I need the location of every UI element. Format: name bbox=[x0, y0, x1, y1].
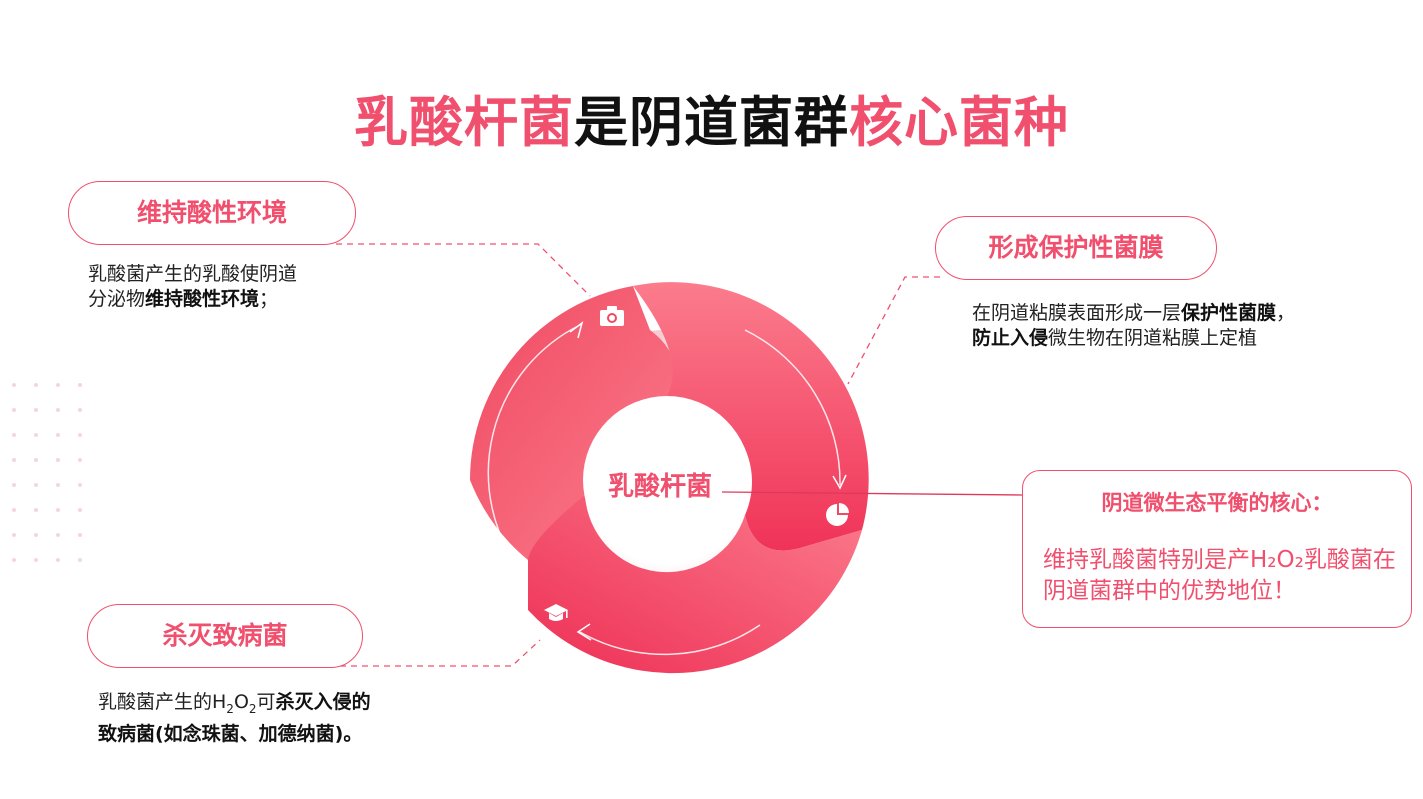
connector-acid bbox=[336, 243, 591, 297]
title-part-2: 是阴道菌群 bbox=[574, 91, 849, 154]
ring-segment-right bbox=[633, 282, 869, 551]
desc-acid: 乳酸菌产生的乳酸使阴道 分泌物维持酸性环境； bbox=[88, 262, 388, 312]
core-box: 阴道微生态平衡的核心： 维持乳酸菌特别是产H₂O₂乳酸菌在阴道菌群中的优势地位！ bbox=[1022, 470, 1412, 628]
pill-film: 形成保护性菌膜 bbox=[935, 216, 1217, 280]
pill-acid: 维持酸性环境 bbox=[68, 181, 356, 245]
desc-kill-line2: 致病菌(如念珠菌、加德纳菌)。 bbox=[98, 722, 363, 745]
pill-acid-label: 维持酸性环境 bbox=[136, 198, 287, 227]
core-text: 维持乳酸菌特别是产H₂O₂乳酸菌在阴道菌群中的优势地位！ bbox=[1043, 547, 1396, 604]
desc-acid-line1: 乳酸菌产生的乳酸使阴道 bbox=[88, 263, 298, 285]
desc-film-line1: 在阴道粘膜表面形成一层保护性菌膜， bbox=[972, 302, 1296, 324]
connector-film bbox=[847, 276, 940, 385]
graduation-cap-icon bbox=[544, 604, 568, 621]
pill-film-label: 形成保护性菌膜 bbox=[988, 233, 1164, 262]
pill-kill: 杀灭致病菌 bbox=[87, 604, 363, 668]
pill-kill-label: 杀灭致病菌 bbox=[162, 621, 288, 650]
pie-chart-icon bbox=[826, 503, 849, 526]
core-title: 阴道微生态平衡的核心： bbox=[1101, 491, 1333, 515]
ring-segment-top-left bbox=[470, 286, 675, 560]
ring-segment-bottom bbox=[528, 495, 862, 674]
desc-acid-line2: 分泌物维持酸性环境； bbox=[88, 288, 279, 310]
page-title: 乳酸杆菌是阴道菌群核心菌种 bbox=[0, 78, 1423, 157]
desc-kill-line1: 乳酸菌产生的H2O2可杀灭入侵的 bbox=[98, 691, 371, 716]
connector-core bbox=[721, 491, 1023, 496]
dot-pattern bbox=[12, 383, 82, 562]
center-label: 乳酸杆菌 bbox=[607, 472, 712, 502]
connector-kill bbox=[340, 639, 541, 667]
desc-film-line2: 防止入侵微生物在阴道粘膜上定植 bbox=[972, 327, 1258, 349]
desc-film: 在阴道粘膜表面形成一层保护性菌膜， 防止入侵微生物在阴道粘膜上定植 bbox=[972, 301, 1392, 351]
title-part-3: 核心菌种 bbox=[849, 91, 1069, 154]
title-part-1: 乳酸杆菌 bbox=[354, 91, 574, 154]
camera-icon bbox=[600, 306, 624, 326]
desc-kill: 乳酸菌产生的H2O2可杀灭入侵的 致病菌(如念珠菌、加德纳菌)。 bbox=[98, 690, 438, 747]
